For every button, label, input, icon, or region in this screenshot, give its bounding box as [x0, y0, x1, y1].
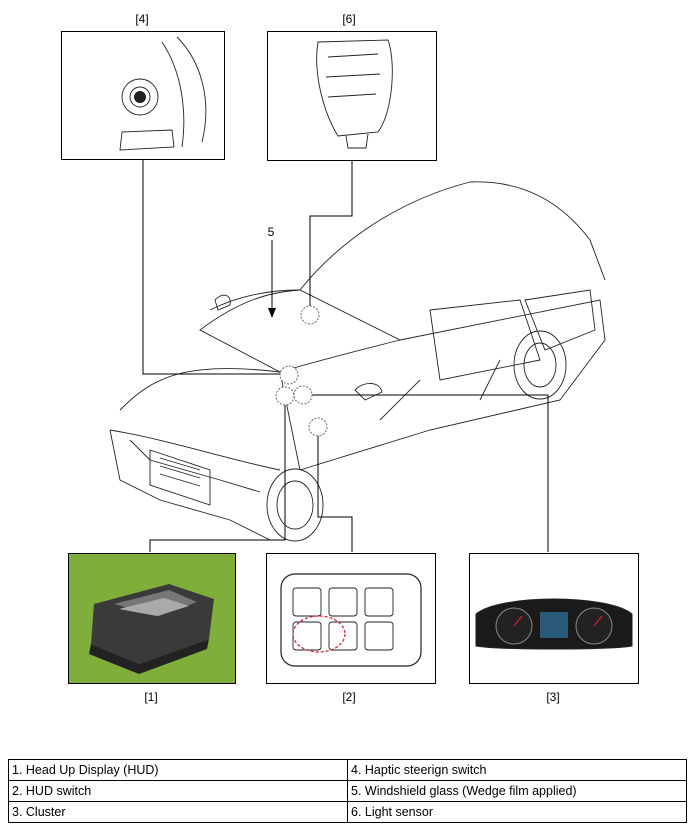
- light-sensor-illustration: [316, 39, 393, 149]
- detail-box-hud: [68, 553, 236, 684]
- legend-table: 1. Head Up Display (HUD) 4. Haptic steer…: [8, 759, 687, 823]
- detail-box-cluster: [469, 553, 639, 684]
- hud-switch-highlight: [292, 615, 346, 653]
- callout-label-2: [2]: [342, 690, 356, 704]
- detail-box-hud-switch: [266, 553, 436, 684]
- callout-label-5: 5: [267, 225, 275, 239]
- legend-item-2: 2. HUD switch: [8, 780, 348, 802]
- callout-label-6: [6]: [342, 12, 356, 26]
- cluster-illustration: [475, 598, 633, 650]
- legend-item-3: 3. Cluster: [8, 801, 348, 823]
- steering-wheel-illustration: [119, 36, 207, 151]
- callout-label-3: [3]: [546, 690, 560, 704]
- legend-row: 1. Head Up Display (HUD) 4. Haptic steer…: [8, 759, 687, 781]
- callout-label-4: [4]: [135, 12, 149, 26]
- legend-item-5: 5. Windshield glass (Wedge film applied): [347, 780, 687, 802]
- hud-switch-illustration: [280, 573, 422, 667]
- legend-item-4: 4. Haptic steerign switch: [347, 759, 687, 781]
- car-diagram: [109, 158, 606, 552]
- legend-row: 2. HUD switch 5. Windshield glass (Wedge…: [8, 780, 687, 802]
- hud-unit-photo: [89, 584, 214, 674]
- legend-row: 3. Cluster 6. Light sensor: [8, 801, 687, 823]
- callout-label-1: [1]: [144, 690, 158, 704]
- detail-box-steering-switch: [61, 31, 225, 160]
- legend-item-6: 6. Light sensor: [347, 801, 687, 823]
- legend-item-1: 1. Head Up Display (HUD): [8, 759, 348, 781]
- detail-box-light-sensor: [267, 31, 437, 161]
